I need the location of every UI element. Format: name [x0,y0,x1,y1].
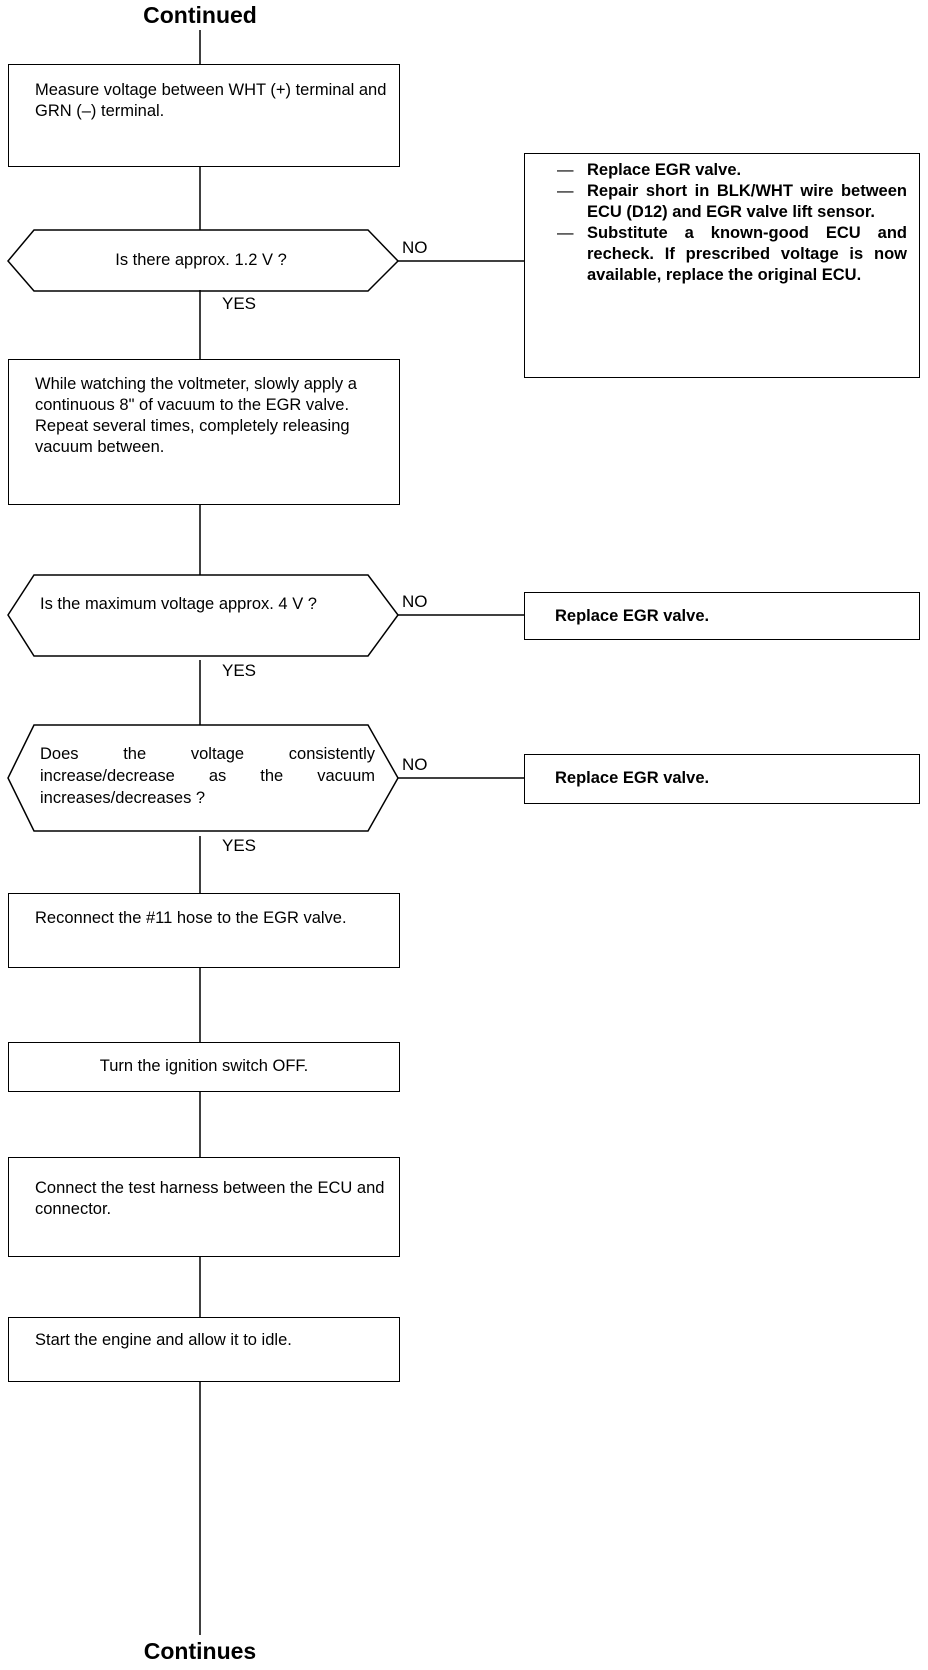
no-label: NO [402,238,428,257]
result-1-item: —Substitute a known-good ECU and recheck… [557,224,907,284]
decision-1-shape [7,229,400,292]
footer-continues: Continues [143,1638,257,1664]
step-reconnect-hose: Reconnect the #11 hose to the EGR valve. [8,893,400,968]
dash-mark: — [557,182,574,200]
yes-label: YES [222,661,257,680]
step-connect-harness: Connect the test harness between the ECU… [8,1157,400,1257]
decision-3-shape [7,724,399,832]
result-box-3: Replace EGR valve. [524,754,920,804]
no-label: NO [402,755,428,774]
result-box-1: —Replace EGR valve. —Repair short in BLK… [524,153,920,378]
result-box-2: Replace EGR valve. [524,592,920,640]
header-continued: Continued [143,2,257,28]
decision-2-shape [7,574,399,657]
step-apply-vacuum: While watching the voltmeter, slowly app… [8,359,400,505]
no-label: NO [402,592,428,611]
dash-mark: — [557,161,574,179]
step-measure-voltage: Measure voltage between WHT (+) terminal… [8,64,400,167]
dash-mark: — [557,224,574,242]
decision-2-text: Is the maximum voltage approx. 4 V ? [40,595,317,613]
step-start-engine: Start the engine and allow it to idle. [8,1317,400,1382]
result-1-item: —Repair short in BLK/WHT wire between EC… [557,182,907,221]
yes-label: YES [222,836,257,855]
result-1-item: —Replace EGR valve. [557,161,742,179]
yes-label: YES [222,294,257,313]
step-ignition-off: Turn the ignition switch OFF. [8,1042,400,1092]
decision-3-text: Does the voltage consistently increase/d… [40,745,375,807]
decision-1-text: Is there approx. 1.2 V ? [115,251,287,269]
